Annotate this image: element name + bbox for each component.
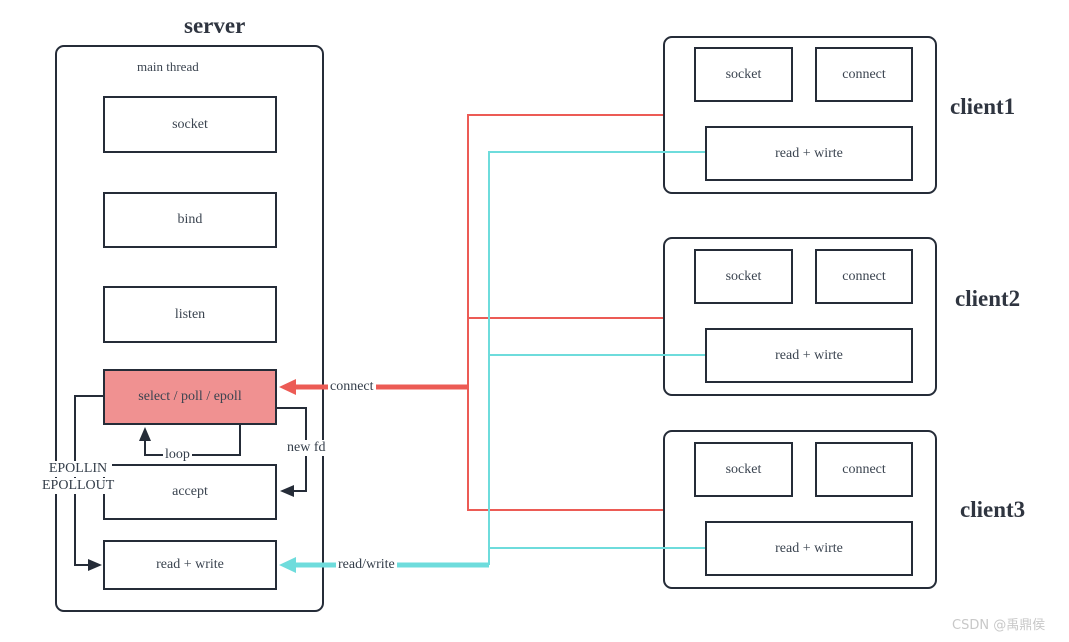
client2-title: client2 xyxy=(955,286,1021,311)
main-thread-label: main thread xyxy=(137,59,199,74)
client2-connect-box: connect xyxy=(815,249,913,304)
client2-socket-box: socket xyxy=(694,249,793,304)
client3-title: client3 xyxy=(960,497,1026,522)
server-step-socket: socket xyxy=(103,96,277,153)
client3-read-wirte-box: read + wirte xyxy=(705,521,913,576)
client1-socket-box: socket xyxy=(694,47,793,102)
connect-network-lines xyxy=(467,114,663,511)
client3-connect-box: connect xyxy=(815,442,913,497)
loop-label: loop xyxy=(163,447,192,463)
client2-read-wirte-box: read + wirte xyxy=(705,328,913,383)
server-step-bind: bind xyxy=(103,192,277,248)
server-step-read-write: read + write xyxy=(103,540,277,590)
client3-socket-box: socket xyxy=(694,442,793,497)
server-step-listen: listen xyxy=(103,286,277,343)
csdn-watermark: CSDN @禹鼎侯 xyxy=(952,618,1046,633)
epollout-label: EPOLLOUT xyxy=(40,478,116,494)
server-step-accept: accept xyxy=(103,464,277,520)
server-title: server xyxy=(184,13,246,38)
server-step-select-poll-epoll: select / poll / epoll xyxy=(103,369,277,425)
epollin-label: EPOLLIN xyxy=(44,461,112,477)
new-fd-label: new fd xyxy=(285,440,328,456)
client1-connect-box: connect xyxy=(815,47,913,102)
client1-title: client1 xyxy=(950,94,1016,119)
read-write-label: read/write xyxy=(336,557,397,573)
client1-read-wirte-box: read + wirte xyxy=(705,126,913,181)
connect-label: connect xyxy=(328,379,376,395)
